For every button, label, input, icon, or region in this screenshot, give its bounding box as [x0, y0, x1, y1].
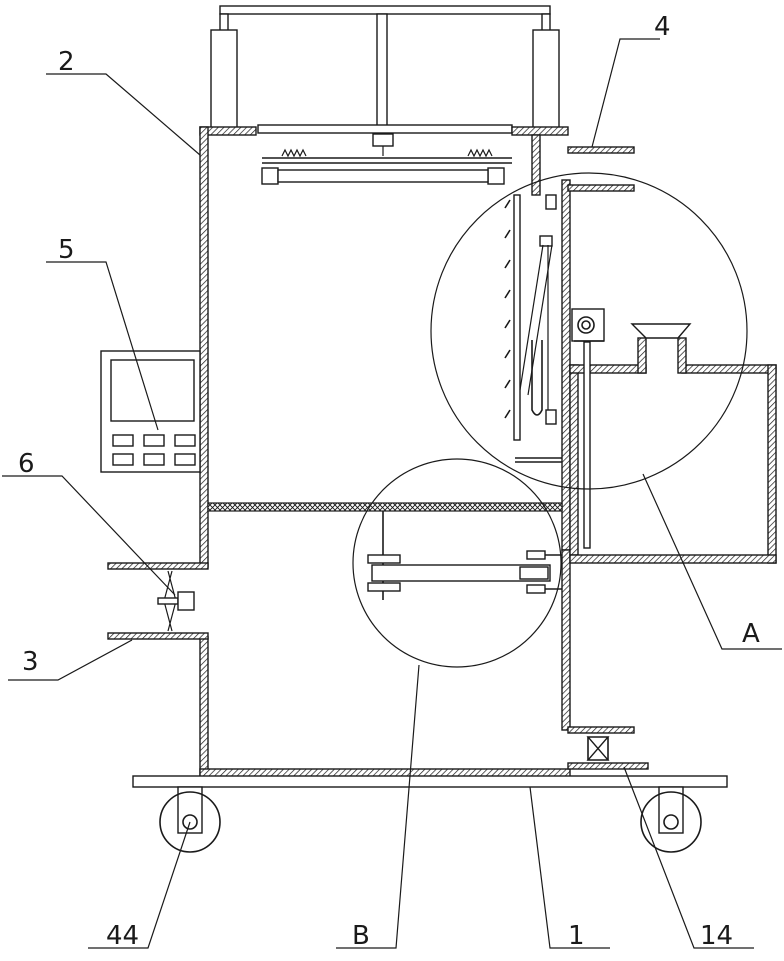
- drain-assembly: [568, 727, 648, 769]
- base-plate: [133, 776, 727, 787]
- outlet-pipe: [108, 563, 208, 639]
- label-3: 3: [22, 647, 39, 677]
- inlet-pipe: [568, 147, 634, 191]
- crank-mechanism: [368, 511, 562, 600]
- base-cart: [133, 776, 727, 852]
- control-panel: [101, 351, 200, 472]
- label-1: 1: [568, 921, 585, 951]
- label-a: A: [742, 619, 760, 649]
- side-tank: [570, 324, 776, 563]
- label-44: 44: [106, 921, 139, 951]
- left-cylinder: [211, 30, 237, 128]
- right-cylinder: [533, 30, 559, 128]
- label-2: 2: [58, 47, 75, 77]
- label-14: 14: [700, 921, 733, 951]
- funnel: [632, 324, 690, 338]
- spring-icon: [282, 150, 306, 156]
- lift-rod: [377, 14, 387, 134]
- mesh-screen: [208, 503, 562, 511]
- label-b: B: [352, 921, 370, 951]
- press-assembly: [262, 150, 512, 184]
- label-5: 5: [58, 235, 75, 265]
- label-4: 4: [654, 12, 671, 42]
- label-6: 6: [18, 449, 35, 479]
- spring-icon: [468, 150, 492, 156]
- lift-plate: [258, 125, 512, 133]
- top-lift-frame: [211, 6, 559, 156]
- bowtie-valve-icon: [588, 737, 608, 760]
